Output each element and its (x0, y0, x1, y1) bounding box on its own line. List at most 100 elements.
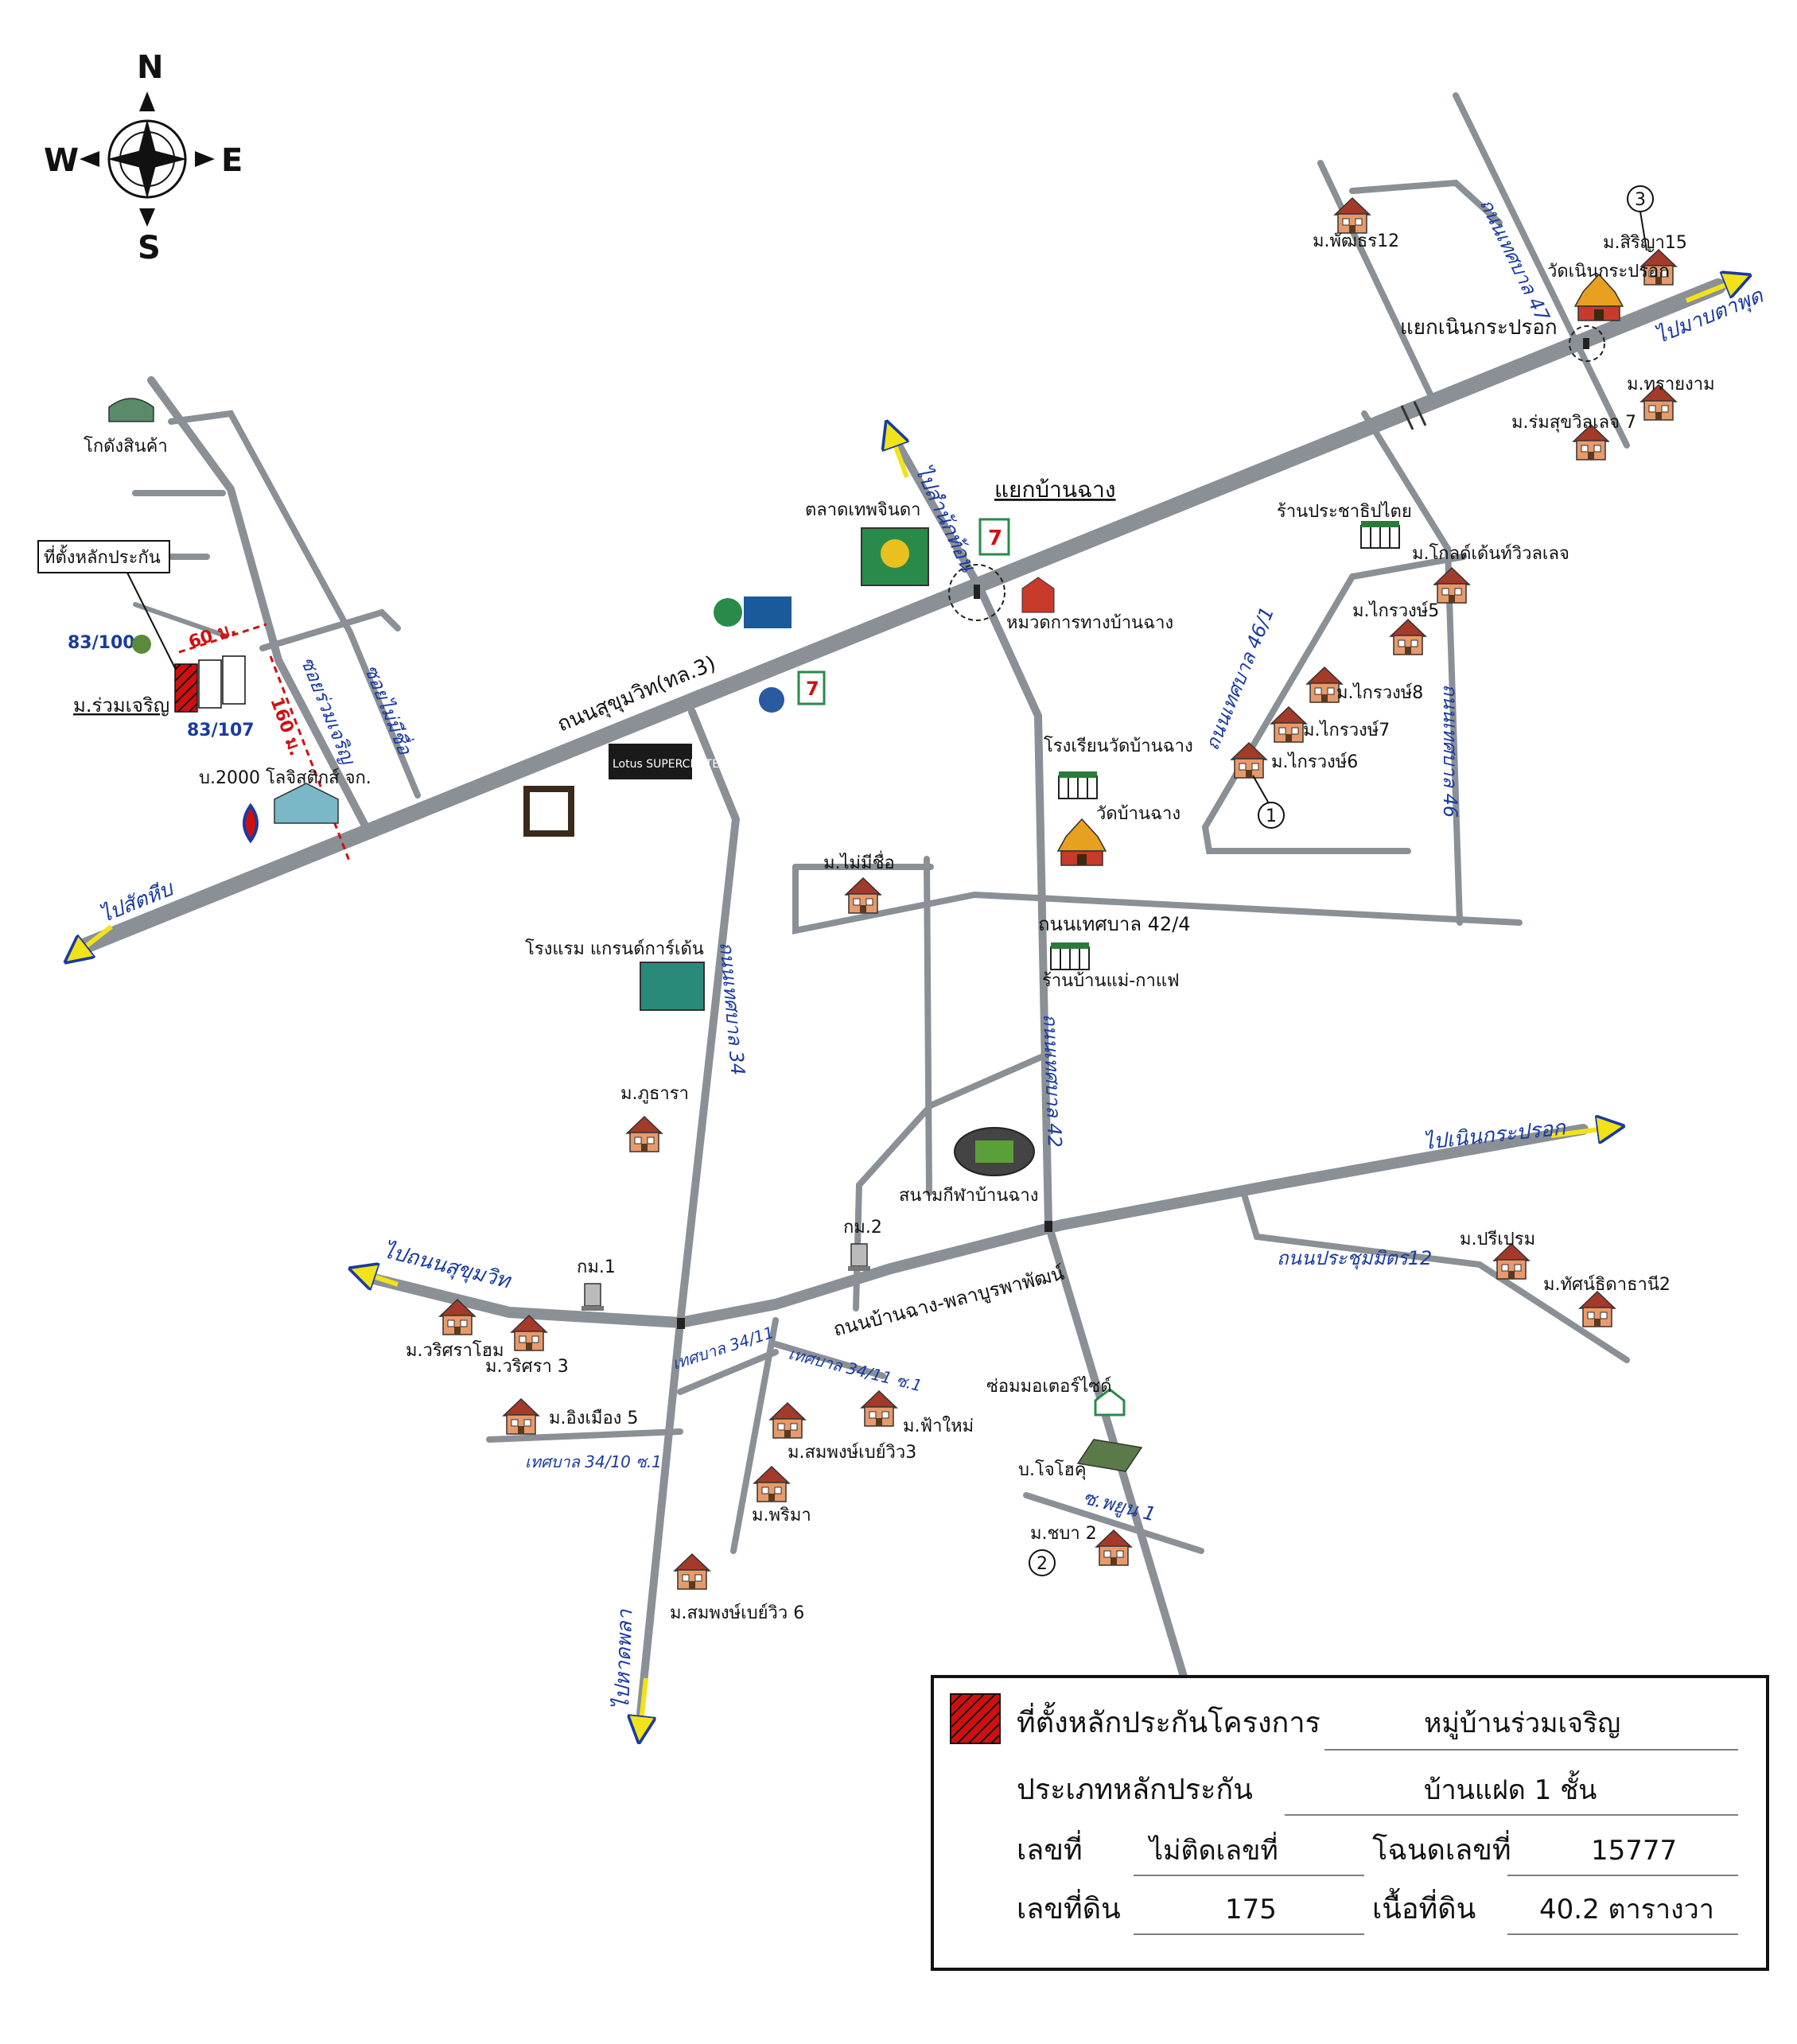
label-somphong-6: ม.สมพงษ์เบย์วิว 6 (670, 1603, 804, 1623)
label-somphong-3: ม.สมพงษ์เบย์วิว3 (788, 1443, 916, 1463)
collateral-plot[interactable] (174, 663, 198, 713)
road-thesaban-46-1 (1201, 554, 1467, 854)
legend-type-value: บ้านแฝด 1 ชั้น (1424, 1770, 1597, 1806)
label-prachathipatai: ร้านประชาธิปไตย (1277, 501, 1412, 522)
label-chaba-2: ม.ชบา 2 (1030, 1524, 1097, 1544)
seven-eleven-icon: 7 (978, 518, 1010, 556)
golden-villa-icon (1433, 567, 1470, 604)
railway-crossing (1400, 401, 1427, 430)
kraiwong-7-icon (1270, 706, 1307, 743)
navy-office-icon (1021, 577, 1055, 613)
jo-ho-ku-icon (1076, 1439, 1143, 1472)
prima-icon (753, 1466, 790, 1502)
label-market: ตลาดเทพจินดา (805, 500, 921, 520)
warehouse-icon (108, 398, 154, 422)
label-fa-mai: ม.ฟ้าใหม่ (903, 1416, 974, 1436)
label-prima: ม.พริมา (752, 1506, 811, 1525)
label-thesaban-34-10-s1: เทศบาล 34/10 ซ.1 (525, 1452, 662, 1471)
label-jo-ho-ku: บ.โจโฮคุ (1018, 1459, 1087, 1480)
svg-text:7: 7 (806, 678, 819, 700)
label-temple-ban-chang: วัดบ้านฉาง (1096, 804, 1180, 824)
compass-e: E (221, 142, 243, 179)
label-warehouse: โกดังสินค้า (84, 436, 168, 457)
legend-area-value: 40.2 ตารางวา (1539, 1894, 1714, 1925)
svg-text:7: 7 (988, 527, 1002, 550)
label-km1: กม.1 (577, 1257, 616, 1277)
label-ruam-suk-7: ม.ร่มสุขวิลเลจ 7 (1511, 413, 1636, 433)
school-icon (1058, 771, 1098, 799)
plot-83-100: 83/100 (68, 633, 135, 653)
legend-area-label: เนื้อที่ดิน (1372, 1887, 1476, 1925)
compass-w: W (44, 142, 79, 179)
ptt-icon (243, 802, 259, 844)
label-soi-unnamed: ซอยไม่มีชื่อ (360, 661, 418, 760)
label-wisara-3: ม.วริศรา 3 (485, 1357, 569, 1377)
logistics-icon (274, 783, 339, 824)
kraiwong-6-icon (1231, 742, 1267, 779)
road-thesaban-47 (1453, 92, 1630, 449)
label-unnamed-village: ม.ไม่มีชื่อ (823, 850, 895, 873)
road-ban-chang-phla (368, 1124, 1589, 1329)
road-thesaban-46 (1361, 410, 1463, 926)
svg-text:Lotus SUPERCENTER: Lotus SUPERCENTER (613, 758, 727, 771)
label-motorcycle: ซ่อมมอเตอร์ไซด์ (986, 1376, 1111, 1397)
marker-3: 3 (1635, 190, 1646, 210)
kraiwong-5-icon (1390, 619, 1426, 655)
prachathipatai-icon (1360, 520, 1400, 549)
market-icon (861, 527, 929, 586)
label-junction-ban-chang: แยกบ้านฉาง (994, 476, 1116, 503)
label-ing-mueang-5: ม.อิงเมือง 5 (549, 1409, 638, 1428)
dir-phla-beach: ไปหาดพลา (609, 1608, 637, 1710)
collateral-callout: ที่ตั้งหลักประกัน (44, 545, 161, 568)
label-logistics: บ.2000 โลจิสติกส์ จก. (199, 767, 371, 788)
label-thesaban-34-11-s1: เทศบาล 34/11 ซ.1 (787, 1344, 924, 1396)
marker-1: 1 (1266, 806, 1277, 826)
label-thesaban-34-11: เทศบาล 34/11 (670, 1323, 776, 1374)
label-kraiwong-6: ม.ไกรวงษ์6 (1271, 752, 1358, 772)
label-wat-noen: วัดเนินกระปรอก (1547, 262, 1670, 282)
compass-n: N (137, 49, 163, 86)
unnamed-village-icon (845, 877, 881, 914)
somphong-6-icon (674, 1553, 710, 1590)
ing-mueang-5-icon (503, 1398, 539, 1435)
phuthara-icon (626, 1116, 663, 1152)
legend-number-value: ไม่ติดเลขที่ (1147, 1832, 1278, 1867)
km2-icon (847, 1243, 871, 1272)
legend-type-label: ประเภทหลักประกัน (1017, 1774, 1253, 1806)
junction-markers (948, 325, 1605, 621)
temple-ban-chang-icon (1057, 818, 1107, 866)
road-sukhumvit (76, 278, 1726, 954)
village-ruam-charoen: ม.ร่วมเจริญ (73, 694, 169, 717)
label-phat-12: ม.พัฒธร12 (1313, 231, 1399, 251)
legend-deed-value: 15777 (1591, 1835, 1677, 1867)
fa-mai-icon (861, 1390, 897, 1427)
label-wisara-home: ม.วริศราโฮม (406, 1340, 504, 1361)
bank-icon (759, 687, 784, 713)
legend-land-no-label: เลขที่ดิน (1017, 1889, 1121, 1925)
label-phayun-1: ซ.พยูน 1 (1080, 1486, 1157, 1527)
compass-rose: N S W E (44, 49, 243, 266)
label-sai-ngam: ม.ทรายงาม (1627, 375, 1715, 394)
motorcycle-icon (1094, 1388, 1126, 1416)
label-kraiwong-7: ม.ไกรวงษ์7 (1303, 720, 1390, 740)
legend-box: ที่ตั้งหลักประกันโครงการ หมู่บ้านร่วมเจร… (931, 1675, 1769, 1971)
label-thesaban-46-1: ถนนเทศบาล 46/1 (1201, 604, 1279, 753)
legend-land-no-value: 175 (1225, 1894, 1277, 1925)
legend-swatch (950, 1693, 1001, 1744)
tesco-lotus-icon (714, 596, 792, 628)
stadium-icon (954, 1127, 1035, 1176)
company-logo-icon (523, 786, 574, 837)
direction-arrows (76, 280, 1738, 1730)
label-school: โรงเรียนวัดบ้านฉาง (1044, 736, 1193, 756)
label-thesaban-42: ถนนเทศบาล 42 (1039, 1013, 1066, 1148)
label-kraiwong-5: ม.ไกรวงษ์5 (1352, 600, 1439, 621)
chaba-2-icon (1095, 1529, 1132, 1566)
lotus-supercenter-icon: Lotus SUPERCENTER (609, 744, 727, 779)
legend-site-value: หมู่บ้านร่วมเจริญ (1424, 1708, 1620, 1739)
label-phuthara: ม.ภูธารา (620, 1084, 689, 1104)
somphong-3-icon (769, 1402, 806, 1439)
label-prachummit-12: ถนนประชุมมิตร12 (1277, 1247, 1432, 1270)
label-thesaban-42-4: ถนนเทศบาล 42/4 (1038, 913, 1191, 935)
legend-site-label: ที่ตั้งหลักประกันโครงการ (1017, 1701, 1321, 1739)
